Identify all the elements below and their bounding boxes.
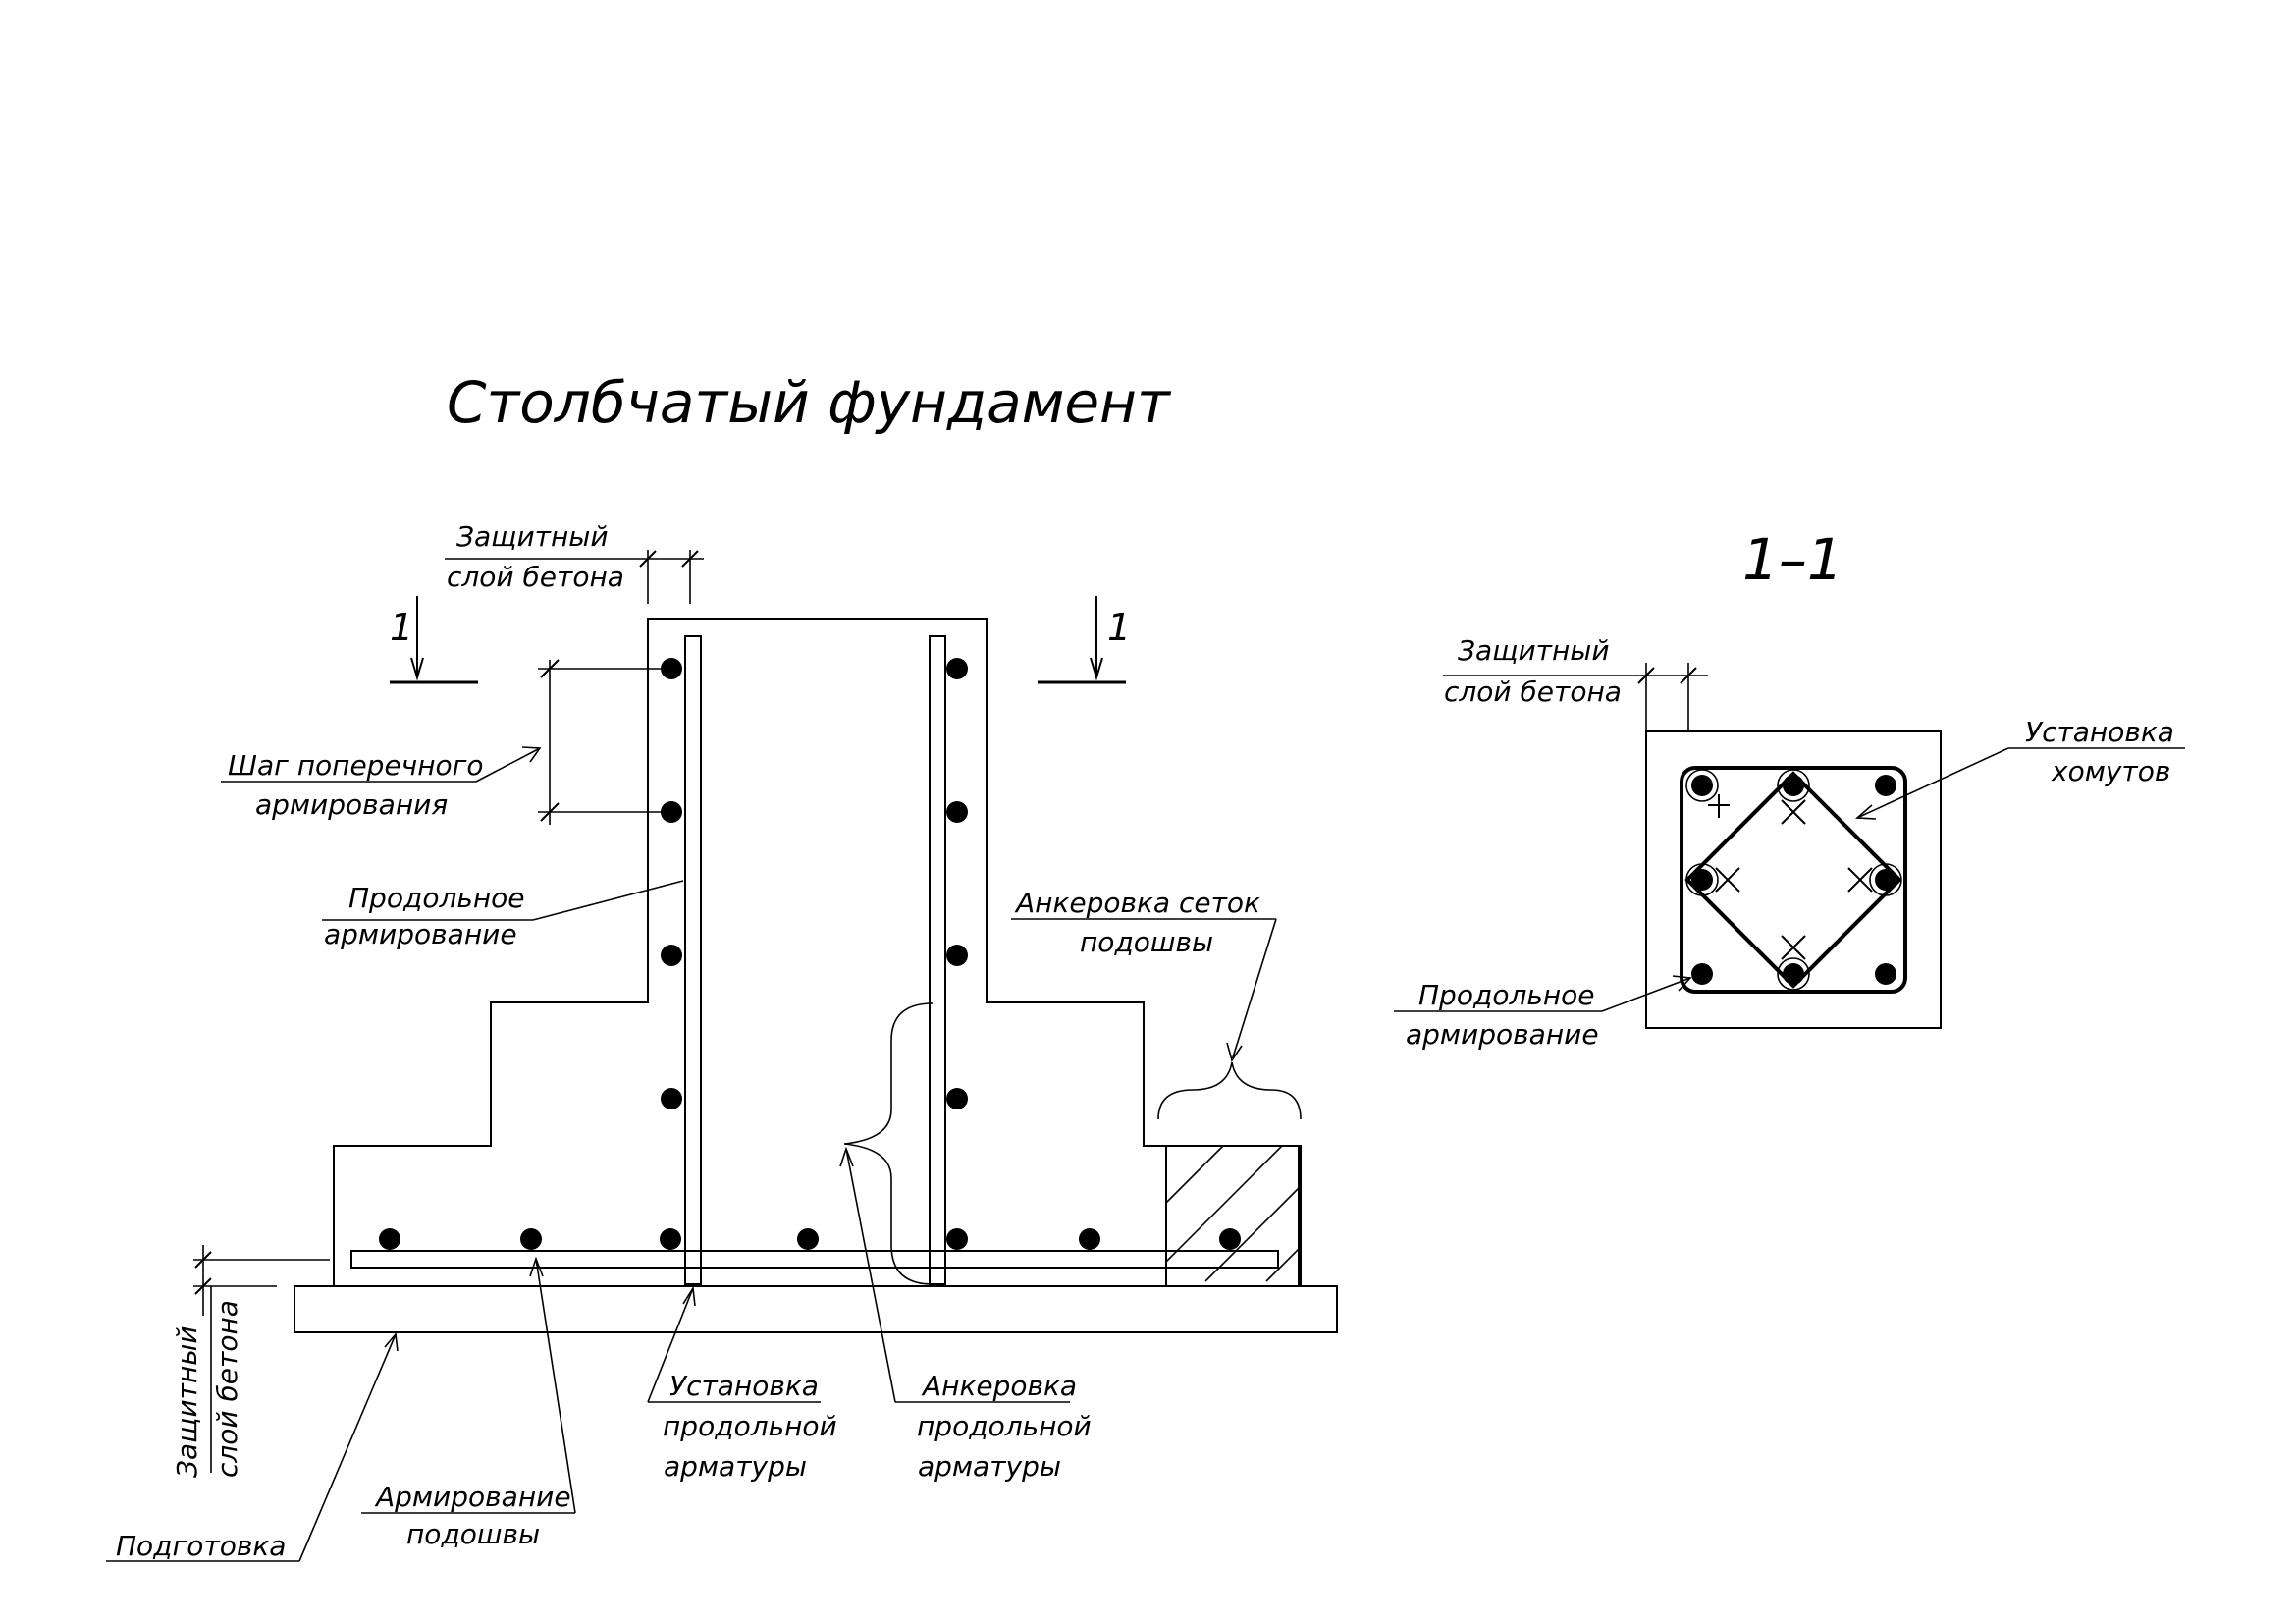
- cover-top-label-1: Защитный: [456, 520, 609, 553]
- svg-text:1: 1: [390, 606, 413, 649]
- step-label-1: Шаг поперечного: [228, 749, 484, 782]
- rebar-dot: [1219, 1228, 1241, 1250]
- foundation-elevation: [294, 618, 1338, 1333]
- rebar-dot: [946, 945, 968, 966]
- sole-mesh-bar: [350, 1250, 1279, 1269]
- rebar-dot: [661, 658, 682, 679]
- anchor-mesh-callout: Анкеровка сеток подошвы: [1011, 887, 1302, 1120]
- rebar-dot: [946, 1228, 968, 1250]
- longitudinal-label-1: Продольное: [348, 882, 525, 914]
- cover-dimension-side: Защитный слой бетона: [171, 1245, 330, 1478]
- cover-side-label-1: Защитный: [171, 1325, 203, 1478]
- cover-side-label-2: слой бетона: [211, 1300, 243, 1478]
- section-outline: [1645, 730, 1942, 1029]
- rebar-dot: [946, 801, 968, 823]
- section-longitudinal-callout: Продольное армирование: [1394, 975, 1692, 1051]
- anchorage-label-3: арматуры: [918, 1450, 1061, 1483]
- stirrup-diamond: [1684, 771, 1902, 989]
- sole-label-1: Армирование: [374, 1481, 571, 1513]
- install-label-3: арматуры: [664, 1450, 807, 1483]
- cover-top-label-2: слой бетона: [447, 561, 624, 593]
- anchorage-label-2: продольной: [917, 1410, 1092, 1442]
- stirrups-label-2: хомутов: [2051, 755, 2170, 787]
- drawing-title: Столбчатый фундамент: [447, 369, 1172, 436]
- stirrup-outer: [1680, 766, 1907, 994]
- preparation-label: Подготовка: [116, 1530, 286, 1562]
- install-label-2: продольной: [663, 1410, 837, 1442]
- section-1-1: 1–1 Защитный с: [1394, 526, 2185, 1051]
- section-marker-left: 1: [390, 596, 478, 684]
- anchorage-label-1: Анкеровка: [921, 1370, 1077, 1402]
- preparation-callout: Подготовка: [106, 1332, 399, 1562]
- section-marker-right: 1: [1038, 596, 1131, 684]
- longitudinal-label-2: армирование: [324, 918, 517, 950]
- stirrups-callout: Установка хомутов: [1854, 716, 2185, 820]
- install-label-1: Установка: [669, 1370, 819, 1402]
- section-longitudinal-label-1: Продольное: [1418, 979, 1595, 1011]
- rebar-dot: [946, 658, 968, 679]
- anchorage-brace: [843, 1002, 934, 1285]
- foundation-outline: [333, 618, 1302, 1287]
- rebar-dot: [1079, 1228, 1100, 1250]
- section-title: 1–1: [1742, 526, 1843, 593]
- section-cover-label-1: Защитный: [1458, 634, 1610, 667]
- svg-text:1: 1: [1107, 606, 1131, 649]
- step-label-2: армирования: [255, 788, 448, 821]
- sole-callout: Армирование подошвы: [361, 1256, 576, 1550]
- cover-dimension-top: Защитный слой бетона: [445, 520, 704, 604]
- section-cover-dimension: Защитный слой бетона: [1443, 634, 1708, 731]
- anchor-mesh-label-2: подошвы: [1080, 926, 1213, 958]
- anchor-mesh-label-1: Анкеровка сеток: [1014, 887, 1260, 919]
- section-cover-label-2: слой бетона: [1444, 676, 1622, 708]
- longitudinal-callout: Продольное армирование: [322, 880, 684, 950]
- rebar-dot: [661, 1088, 682, 1109]
- rebar-dot: [661, 801, 682, 823]
- rebar-dot: [946, 1088, 968, 1109]
- preparation-layer: [294, 1285, 1338, 1333]
- rebar-dot: [661, 945, 682, 966]
- step-dimension: Шаг поперечного армирования: [221, 659, 667, 825]
- longitudinal-bar-right: [929, 635, 946, 1285]
- install-callout: Установка продольной арматуры: [647, 1285, 837, 1483]
- section-longitudinal-label-2: армирование: [1406, 1018, 1599, 1051]
- section-bars: [1685, 769, 1902, 991]
- anchor-block: [1165, 1145, 1300, 1287]
- stirrup-ties: [1708, 794, 1873, 960]
- stirrups-label-1: Установка: [2025, 716, 2174, 748]
- rebar-dot: [520, 1228, 542, 1250]
- anchorage-callout: Анкеровка продольной арматуры: [839, 1146, 1092, 1483]
- sole-label-2: подошвы: [406, 1518, 540, 1550]
- longitudinal-bar-left: [684, 635, 702, 1285]
- rebar-dot: [379, 1228, 400, 1250]
- rebar-dot: [797, 1228, 819, 1250]
- rebar-dot: [660, 1228, 681, 1250]
